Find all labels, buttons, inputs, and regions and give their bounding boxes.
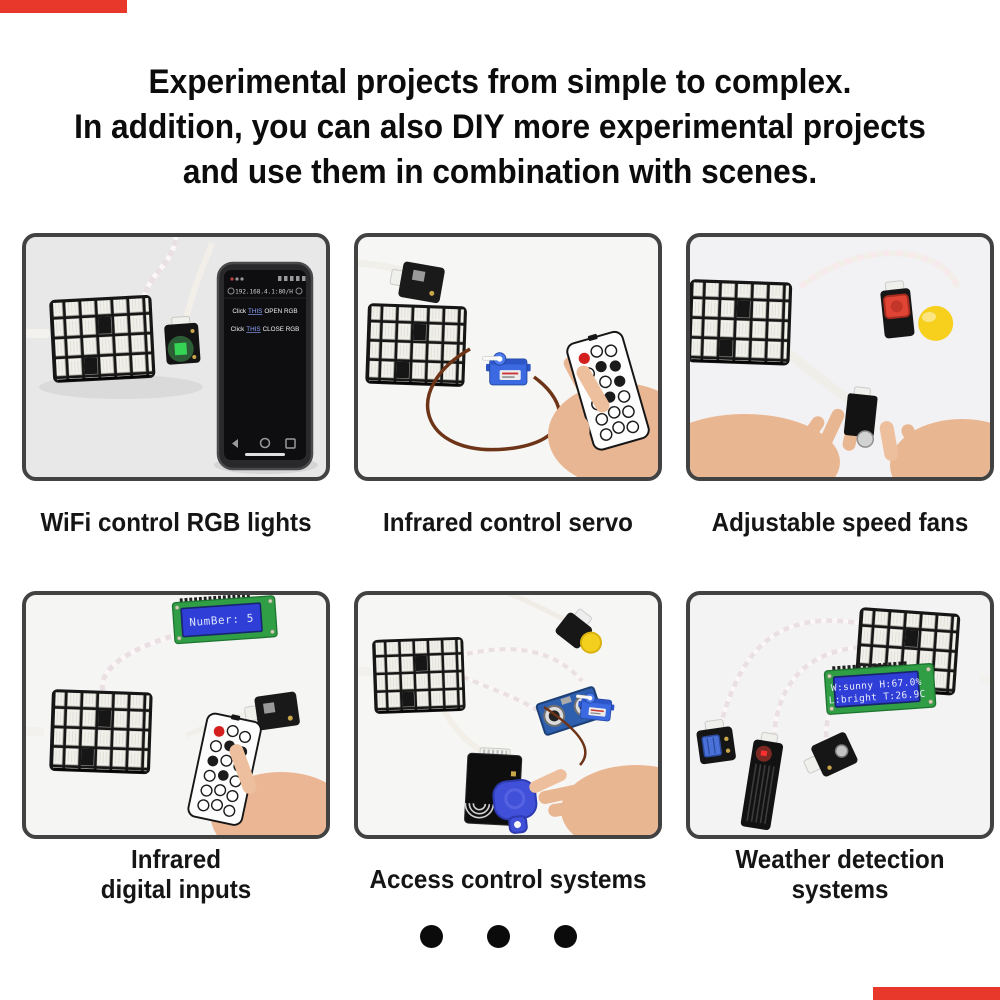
home-indicator (245, 453, 285, 456)
ir-receiver-module (389, 261, 445, 304)
finger (901, 424, 928, 466)
caption-ir-servo: Infrared control servo (383, 507, 633, 537)
white-cable (181, 241, 215, 328)
twisted-cable (461, 647, 584, 683)
caption-wifi-rgb: WiFi control RGB lights (40, 507, 312, 537)
hand (690, 414, 840, 477)
finger (548, 798, 603, 817)
carousel-dot (487, 925, 510, 948)
yellow-fan-blade (918, 305, 954, 341)
finger (792, 416, 825, 457)
twisted-cable-highlight (141, 237, 179, 300)
rfid-keyfob (492, 778, 538, 834)
search-icon (227, 287, 235, 295)
expansion-shield-board (49, 689, 153, 775)
photo-panel-ir-servo (354, 233, 662, 481)
expansion-shield-board (365, 303, 468, 388)
light-sensor-module (803, 732, 858, 777)
servo-motor (573, 691, 616, 722)
photoresistor (834, 744, 849, 758)
motor-cylinder (856, 430, 875, 448)
yellow-led-module (555, 608, 602, 654)
scene-ir-servo (358, 259, 658, 477)
scene-ir-digital: NumBer: 5 (26, 595, 326, 835)
photo-panel-speed-fans (686, 233, 994, 481)
thumb (558, 416, 590, 458)
caption-speed-fans: Adjustable speed fans (711, 507, 969, 537)
title-line-2: In addition, you can also DIY more exper… (74, 108, 926, 146)
pressing-finger (229, 744, 257, 794)
pressing-finger (576, 365, 610, 413)
browser-url: 192.168.4.1:80/H (235, 289, 293, 296)
finger (538, 782, 590, 805)
lcd1602-display: W:sunny H:67.0% L:bright T:26.9C (824, 662, 936, 714)
carousel-dots (420, 925, 577, 948)
usb-cable (26, 727, 44, 736)
carousel-dot (420, 925, 443, 948)
fan-module (880, 280, 954, 341)
lcd1602-display: NumBer: 5 (172, 595, 277, 644)
refresh-icon (295, 287, 303, 295)
rgb-led-module (164, 315, 201, 365)
lcd-text: NumBer: 5 (189, 612, 254, 629)
servo-motor (481, 352, 532, 386)
twisted-cable-highlight (771, 644, 865, 738)
servo-wire (426, 347, 562, 452)
expansion-shield-board (49, 294, 156, 384)
expansion-shield-board (690, 279, 793, 366)
photo-panel-weather: W:sunny H:67.0% L:bright T:26.9C (686, 591, 994, 839)
link-this: THIS (248, 308, 262, 315)
home-icon (259, 437, 271, 449)
ir-receiver-module (244, 691, 300, 731)
scene-weather: W:sunny H:67.0% L:bright T:26.9C (696, 607, 990, 831)
finger (917, 429, 948, 468)
rfid-waves-icon (472, 803, 487, 811)
thumb (246, 786, 278, 824)
bottom-right-accent-bar (873, 987, 1000, 1000)
hand (561, 765, 658, 835)
carousel-dot (554, 925, 577, 948)
twisted-cable-highlight (798, 250, 961, 290)
caption-access-control: Access control systems (369, 864, 647, 894)
motor-module (843, 386, 878, 448)
usb-cable (358, 667, 374, 676)
expansion-shield-board (372, 636, 466, 715)
servo-wire (543, 705, 587, 766)
recents-icon (285, 438, 296, 449)
title-line-3: and use them in combination with scenes. (182, 153, 818, 191)
usb-cable (26, 329, 50, 338)
page-title: Experimental projects from simple to com… (35, 60, 965, 195)
photo-panel-ir-digital: NumBer: 5 (22, 591, 330, 839)
title-line-1: Experimental projects from simple to com… (148, 63, 852, 101)
twisted-cable-highlight (717, 618, 871, 728)
caption-weather: Weather detection systems (735, 844, 945, 904)
water-level-sensor (740, 731, 784, 831)
scene-speed-fans (690, 250, 990, 477)
link-this: THIS (246, 326, 260, 333)
status-dot-icon (230, 277, 234, 281)
caption-ir-digital: Infrared digital inputs (100, 844, 252, 904)
dht11-humidity-sensor (696, 718, 736, 765)
back-icon (232, 439, 238, 448)
photo-panel-access-control (354, 591, 662, 839)
scene-access-control (358, 595, 658, 835)
thumb (879, 421, 899, 461)
red-led (760, 750, 768, 757)
twisted-cable-highlight (457, 673, 544, 715)
yellow-led (579, 631, 602, 654)
finger (816, 408, 845, 454)
thumb (529, 769, 567, 793)
usb-cable (980, 675, 990, 683)
twisted-cable-highlight (99, 632, 177, 696)
top-left-accent-bar (0, 0, 127, 13)
